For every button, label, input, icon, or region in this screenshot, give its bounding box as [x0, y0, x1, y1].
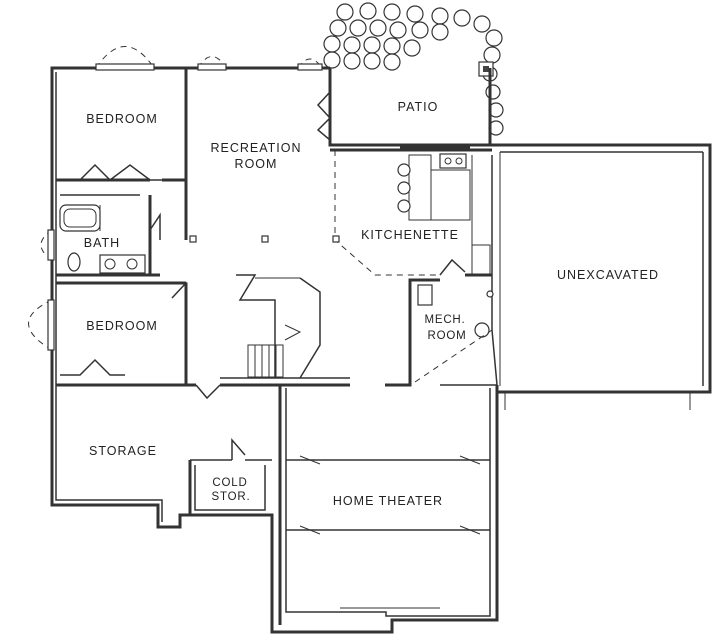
label-bath: BATH — [84, 236, 120, 250]
label-patio: PATIO — [398, 100, 439, 114]
exterior-walls — [50, 66, 712, 634]
room-labels: BEDROOM RECREATION ROOM PATIO KITCHENETT… — [84, 100, 659, 508]
label-cold-storage-2: STOR. — [212, 491, 251, 503]
interior-walls — [56, 68, 498, 625]
label-cold-storage-1: COLD — [212, 477, 247, 489]
label-recreation-room-1: RECREATION — [210, 141, 301, 155]
windows — [28, 46, 323, 351]
label-mech-room-2: ROOM — [428, 330, 467, 342]
label-bedroom-top: BEDROOM — [86, 112, 158, 126]
label-unexcavated: UNEXCAVATED — [557, 268, 659, 282]
label-bedroom-bottom: BEDROOM — [86, 319, 158, 333]
label-recreation-room-2: ROOM — [235, 157, 278, 171]
label-storage: STORAGE — [89, 444, 157, 458]
label-home-theater: HOME THEATER — [333, 494, 443, 508]
landscape-stones — [323, 2, 504, 136]
label-kitchenette: KITCHENETTE — [361, 228, 459, 242]
label-mech-room-1: MECH. — [424, 314, 465, 326]
